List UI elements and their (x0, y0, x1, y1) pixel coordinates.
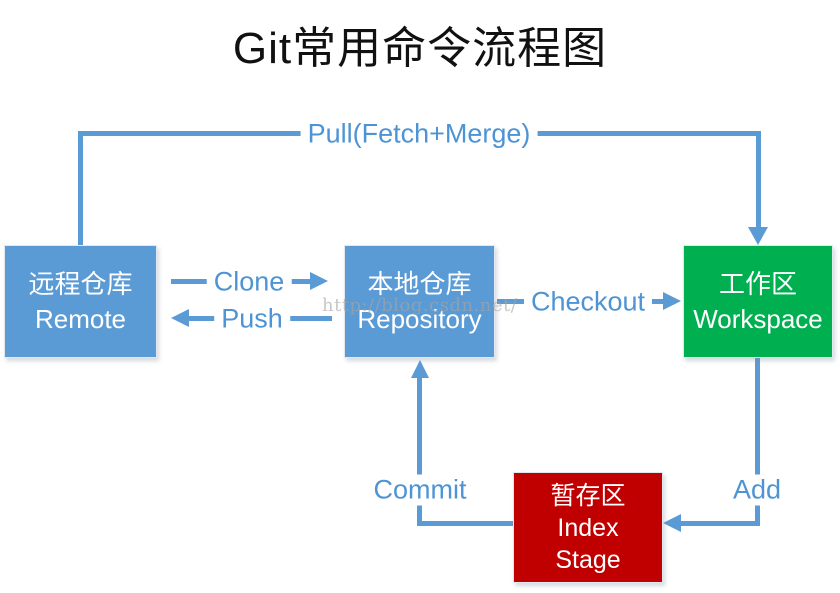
node-index-label-en2: Stage (555, 545, 621, 574)
pull-line-right-vertical (756, 131, 761, 227)
node-workspace: 工作区 Workspace (683, 245, 833, 358)
node-workspace-label-en: Workspace (693, 303, 823, 334)
node-remote-repository: 远程仓库 Remote (4, 245, 157, 358)
node-remote-label-zh: 远程仓库 (28, 269, 133, 300)
checkout-edge-label: Checkout (523, 286, 653, 318)
push-arrowhead-left-icon (171, 309, 189, 327)
add-line-horizontal (681, 521, 760, 526)
diagram-title: Git常用命令流程图 (232, 24, 608, 73)
add-line-vertical (755, 358, 760, 523)
node-index-stage: 暂存区 Index Stage (513, 472, 663, 583)
add-arrowhead-left-icon (663, 514, 681, 532)
node-remote-label-en: Remote (34, 303, 127, 334)
pull-arrowhead-down-icon (748, 227, 768, 245)
watermark-text: http://blog.csdn.net/ (322, 295, 518, 316)
node-index-label-zh: 暂存区 (550, 481, 626, 510)
commit-line-vertical (417, 378, 422, 523)
node-index-label-en1: Index (557, 513, 619, 542)
node-repository-label-en: Repository (357, 303, 482, 334)
commit-edge-label: Commit (366, 474, 474, 506)
commit-line-horizontal (417, 521, 513, 526)
add-edge-label: Add (725, 474, 789, 506)
checkout-arrowhead-right-icon (663, 292, 681, 310)
node-repository-label-zh: 本地仓库 (367, 269, 472, 300)
node-local-repository: 本地仓库 Repository (344, 245, 495, 358)
clone-arrowhead-right-icon (310, 272, 328, 290)
clone-edge-label: Clone (206, 266, 292, 298)
pull-edge-label: Pull(Fetch+Merge) (300, 118, 538, 150)
push-edge-label: Push (214, 303, 290, 335)
commit-arrowhead-up-icon (411, 360, 429, 378)
pull-line-left-vertical (78, 131, 83, 245)
node-workspace-label-zh: 工作区 (718, 269, 797, 300)
